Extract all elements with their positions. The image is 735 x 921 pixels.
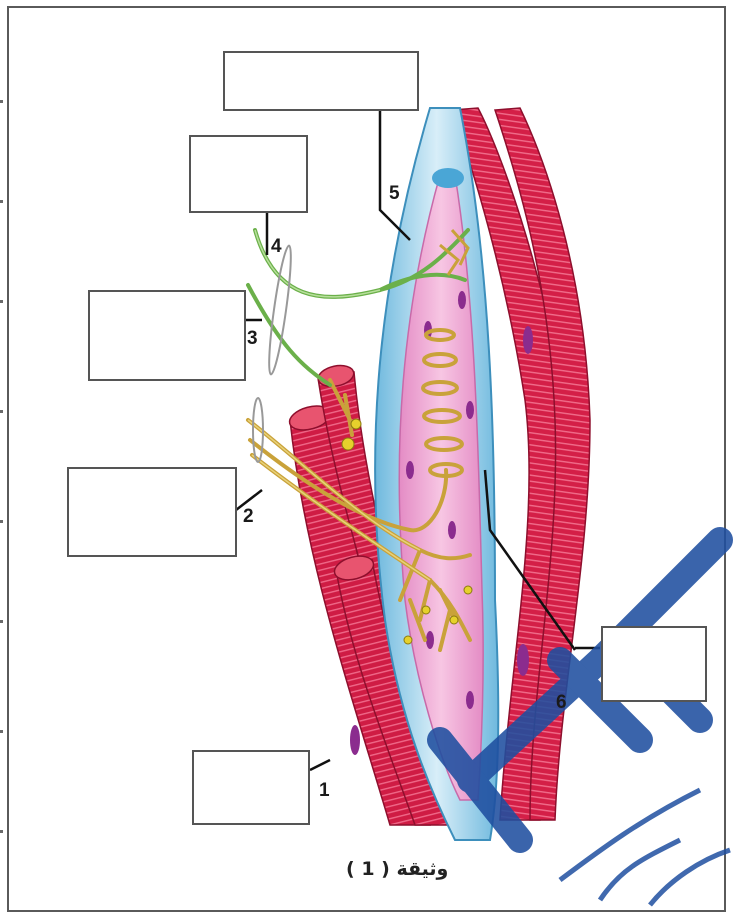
answer-box-6[interactable] [601, 626, 707, 702]
answer-box-5[interactable] [223, 51, 419, 111]
label-5: 5 [389, 183, 400, 205]
answer-box-3[interactable] [88, 290, 246, 381]
answer-box-2[interactable] [67, 467, 237, 557]
answer-box-4[interactable] [189, 135, 308, 213]
answer-box-1[interactable] [192, 750, 310, 825]
label-1: 1 [319, 780, 330, 802]
label-6: 6 [556, 692, 567, 714]
label-4: 4 [271, 236, 282, 258]
label-2: 2 [243, 506, 254, 528]
figure-caption: وثيقة ( 1 ) [346, 858, 546, 880]
watermark-script [560, 790, 730, 905]
label-3: 3 [247, 328, 258, 350]
